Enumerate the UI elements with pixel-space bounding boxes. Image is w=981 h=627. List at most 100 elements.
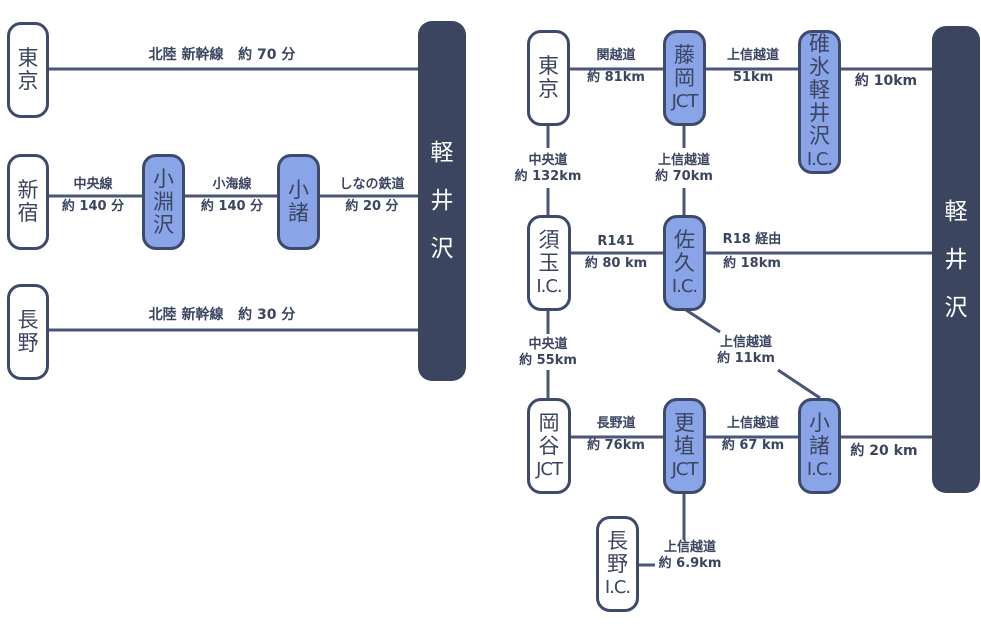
route-label: しなの鉄道約 20 分 — [339, 177, 404, 215]
node-label: 久 — [674, 250, 695, 275]
node-label: 東京 — [538, 54, 559, 101]
distance: 約 6.9km — [658, 556, 722, 571]
road-name: 関越道 — [596, 48, 636, 63]
road-name: 中央道 — [528, 337, 568, 352]
node-label: 沢 — [809, 124, 830, 148]
road-name: 長野道 — [596, 416, 636, 431]
station-label: 小諸 — [288, 178, 309, 225]
distance: 約 67 km — [721, 438, 785, 453]
destination-label: 軽井沢 — [430, 140, 454, 262]
station-label: 新宿 — [17, 178, 39, 225]
road-name: 上信越道 — [719, 335, 772, 350]
travel-time: 約 30 分 — [238, 307, 296, 323]
distance: 約 11km — [717, 351, 775, 366]
travel-time: 約 20 分 — [345, 199, 399, 214]
node-label: 長 — [607, 528, 628, 553]
node-label: 小 — [809, 410, 830, 435]
distance: 約 18km — [723, 256, 781, 271]
segment-label: 上信越道約 11km — [717, 335, 775, 367]
segment-label: R141 約 80 km — [585, 234, 647, 272]
node-label: 谷 — [538, 433, 560, 458]
segment-label: 上信越道約 70km — [655, 153, 713, 185]
node-label: I.C. — [671, 275, 698, 297]
distance: 約 76km — [587, 438, 645, 453]
segment-label: 上信越道約 67 km — [722, 416, 784, 454]
segment-label: 中央道約 55km — [519, 337, 577, 369]
node-label: I.C. — [806, 149, 833, 170]
line-name: 北陸 新幹線 — [148, 47, 224, 63]
node-label: 井 — [809, 101, 830, 125]
node-label: 岡 — [674, 65, 695, 90]
line-name: 北陸 新幹線 — [148, 307, 224, 323]
distance: 約 55km — [519, 353, 577, 368]
segment-label: 中央道約 132km — [515, 153, 582, 185]
node-label: I.C. — [536, 275, 562, 297]
node-label: 諸 — [809, 433, 830, 458]
travel-time: 約 70 分 — [238, 47, 296, 63]
node-label: 須 — [538, 227, 560, 252]
road-name: 上信越道 — [663, 540, 716, 555]
node-label: 玉 — [538, 250, 560, 275]
distance: 約 81km — [587, 70, 645, 85]
segment-label: 約 10km — [855, 73, 917, 89]
node-label: JCT — [536, 458, 563, 480]
road-name: 上信越道 — [726, 416, 779, 431]
line-name: 小海線 — [212, 177, 252, 192]
segment-label: 約 20 km — [850, 443, 917, 459]
route-label: 北陸 新幹線 約 30 分 — [149, 307, 296, 323]
route-label: 小海線約 140 分 — [201, 177, 263, 215]
station-komoro: 小諸 — [277, 154, 320, 250]
distance: 約 10km — [854, 73, 918, 89]
road-name: 上信越道 — [657, 153, 710, 168]
destination-label: 軽井沢 — [944, 198, 968, 321]
segment-label: 上信越道約 6.9km — [659, 540, 722, 572]
destination-karuizawa-car: 軽井沢 — [932, 26, 980, 493]
road-saku-komoro-a — [685, 308, 721, 334]
route-label: 中央線約 140 分 — [62, 177, 124, 215]
station-label: 小淵沢 — [153, 166, 174, 237]
segment-label: 関越道約 81km — [587, 48, 645, 86]
road-name: R18 経由 — [722, 232, 782, 247]
distance: 約 70km — [655, 169, 713, 184]
distance: 約 132km — [514, 169, 582, 184]
station-label: 東京 — [17, 46, 39, 93]
station-kobuchizawa: 小淵沢 — [142, 154, 185, 250]
road-name: 中央道 — [528, 153, 568, 168]
station-label: 長野 — [17, 308, 39, 355]
travel-time: 約 140 分 — [61, 199, 125, 214]
station-shinjuku: 新宿 — [7, 154, 49, 250]
station-tokyo: 東京 — [7, 22, 49, 118]
travel-time: 約 140 分 — [200, 199, 264, 214]
node-label: 氷 — [809, 55, 830, 79]
node-label: I.C. — [604, 576, 631, 598]
node-label: 碓 — [809, 32, 830, 56]
segment-label: R18 経由約 18km — [723, 232, 782, 272]
node-label: 岡 — [538, 410, 560, 435]
node-tokyo: 東京 — [527, 30, 570, 126]
node-label: JCT — [671, 90, 699, 112]
route-label: 北陸 新幹線 約 70 分 — [149, 47, 296, 63]
node-label: 野 — [607, 551, 628, 576]
road-name: R141 — [597, 234, 635, 249]
line-name: しなの鉄道 — [339, 177, 405, 192]
distance: 約 80 km — [584, 256, 648, 271]
node-label: 佐 — [674, 227, 695, 252]
road-name: 上信越道 — [726, 48, 780, 63]
station-nagano: 長野 — [7, 284, 49, 380]
road-saku-komoro-b — [777, 368, 821, 400]
node-label: JCT — [671, 458, 699, 480]
node-label: 軽 — [809, 78, 830, 102]
line-name: 中央線 — [73, 177, 113, 192]
node-label: 埴 — [674, 433, 695, 458]
